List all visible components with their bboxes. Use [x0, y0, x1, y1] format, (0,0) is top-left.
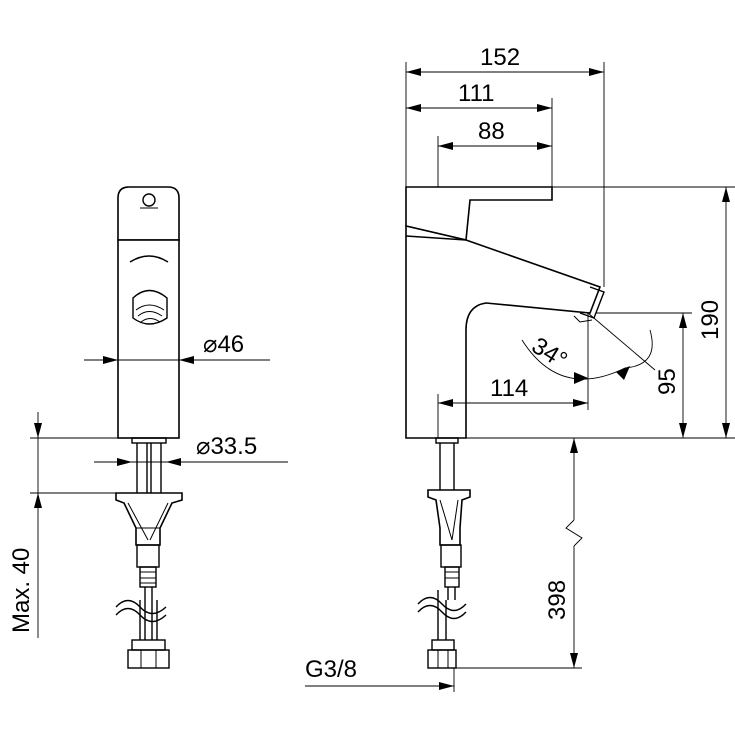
side-hose-nut: [431, 639, 455, 651]
dim-width-88: 88: [438, 118, 552, 150]
dim-reach-114-label: 114: [490, 375, 528, 402]
front-hose-nut: [131, 639, 166, 651]
dim-height-95-label: 95: [654, 368, 681, 395]
front-body: [117, 239, 180, 439]
front-view: ⌀46 ⌀33.5 Max. 40: [8, 186, 288, 669]
side-mounting-bracket: [427, 489, 471, 546]
dim-hose-398: 398: [456, 438, 583, 669]
dim-width-152-label: 152: [480, 44, 520, 71]
front-aerator-arc: [129, 255, 169, 263]
dim-angle-34: 34°: [521, 312, 656, 410]
side-shank: [435, 437, 459, 444]
dim-thread-g3-8: G3/8: [305, 656, 455, 692]
side-aerator: [579, 286, 605, 319]
front-shank: [131, 437, 167, 444]
front-handle-screw: [142, 193, 156, 207]
dim-dia-33-5: ⌀33.5: [94, 433, 288, 466]
dim-max-40-label: Max. 40: [8, 548, 35, 633]
dim-max-40: Max. 40: [8, 412, 118, 638]
front-mounting-bracket: [115, 492, 183, 546]
dim-reach-114: 114: [437, 375, 588, 438]
dim-width-111: 111: [406, 80, 552, 112]
dim-dia-46-label: ⌀46: [203, 331, 244, 358]
dim-angle-34-label: 34°: [527, 332, 572, 374]
dim-width-88-label: 88: [478, 118, 505, 145]
side-view: 152 111 88 190 95: [305, 44, 735, 692]
front-aerator: [132, 289, 168, 325]
front-handle-block: [117, 186, 180, 241]
dim-height-190: 190: [466, 186, 735, 439]
dim-height-190-label: 190: [697, 300, 724, 340]
dim-hose-398-label: 398: [544, 580, 571, 620]
dim-dia-46: ⌀46: [84, 331, 270, 364]
dim-dia-33-5-label: ⌀33.5: [196, 433, 257, 460]
dim-height-95: 95: [596, 312, 692, 438]
dim-width-152: 152: [406, 44, 604, 76]
dim-width-111-label: 111: [458, 80, 494, 107]
side-body-spout: [405, 224, 602, 439]
dim-thread-g3-8-label: G3/8: [305, 656, 357, 683]
